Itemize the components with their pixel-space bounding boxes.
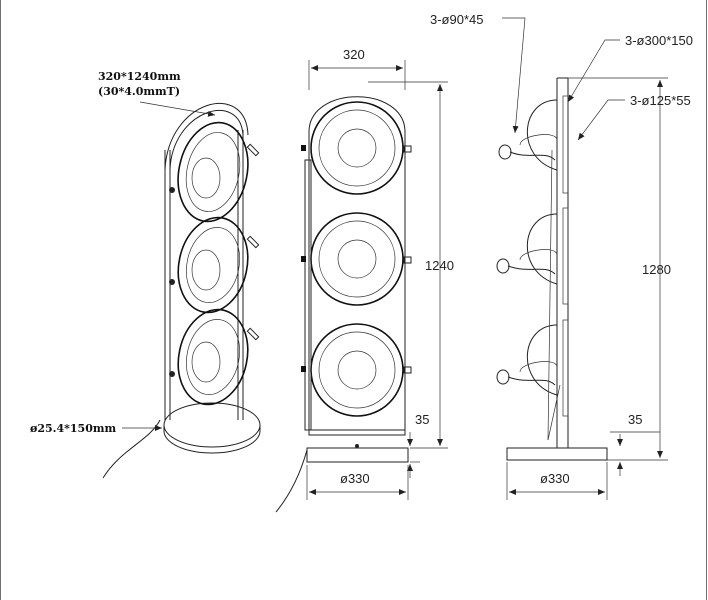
spec-size-note: 320*1240mm [98,70,181,83]
side-mid-lamp-label: 3-ø125*55 [630,93,691,108]
front-base-thickness-label: 35 [415,412,429,427]
front-width-label: 320 [343,47,365,62]
front-height-label: 1240 [425,258,454,273]
spec-tube-note: (30*4.0mmT) [98,85,180,98]
side-base-diameter-label: ø330 [540,471,570,486]
side-height-label: 1280 [642,262,671,277]
side-large-lamp-label: 3-ø300*150 [625,33,693,48]
side-base-thickness-label: 35 [628,412,642,427]
spec-pole-note: ø25.4*150mm [30,422,116,435]
side-small-lamp-label: 3-ø90*45 [430,12,483,27]
front-base-diameter-label: ø330 [340,471,370,486]
side-view [496,17,668,500]
perspective-view [102,101,261,479]
front-view [275,60,448,513]
